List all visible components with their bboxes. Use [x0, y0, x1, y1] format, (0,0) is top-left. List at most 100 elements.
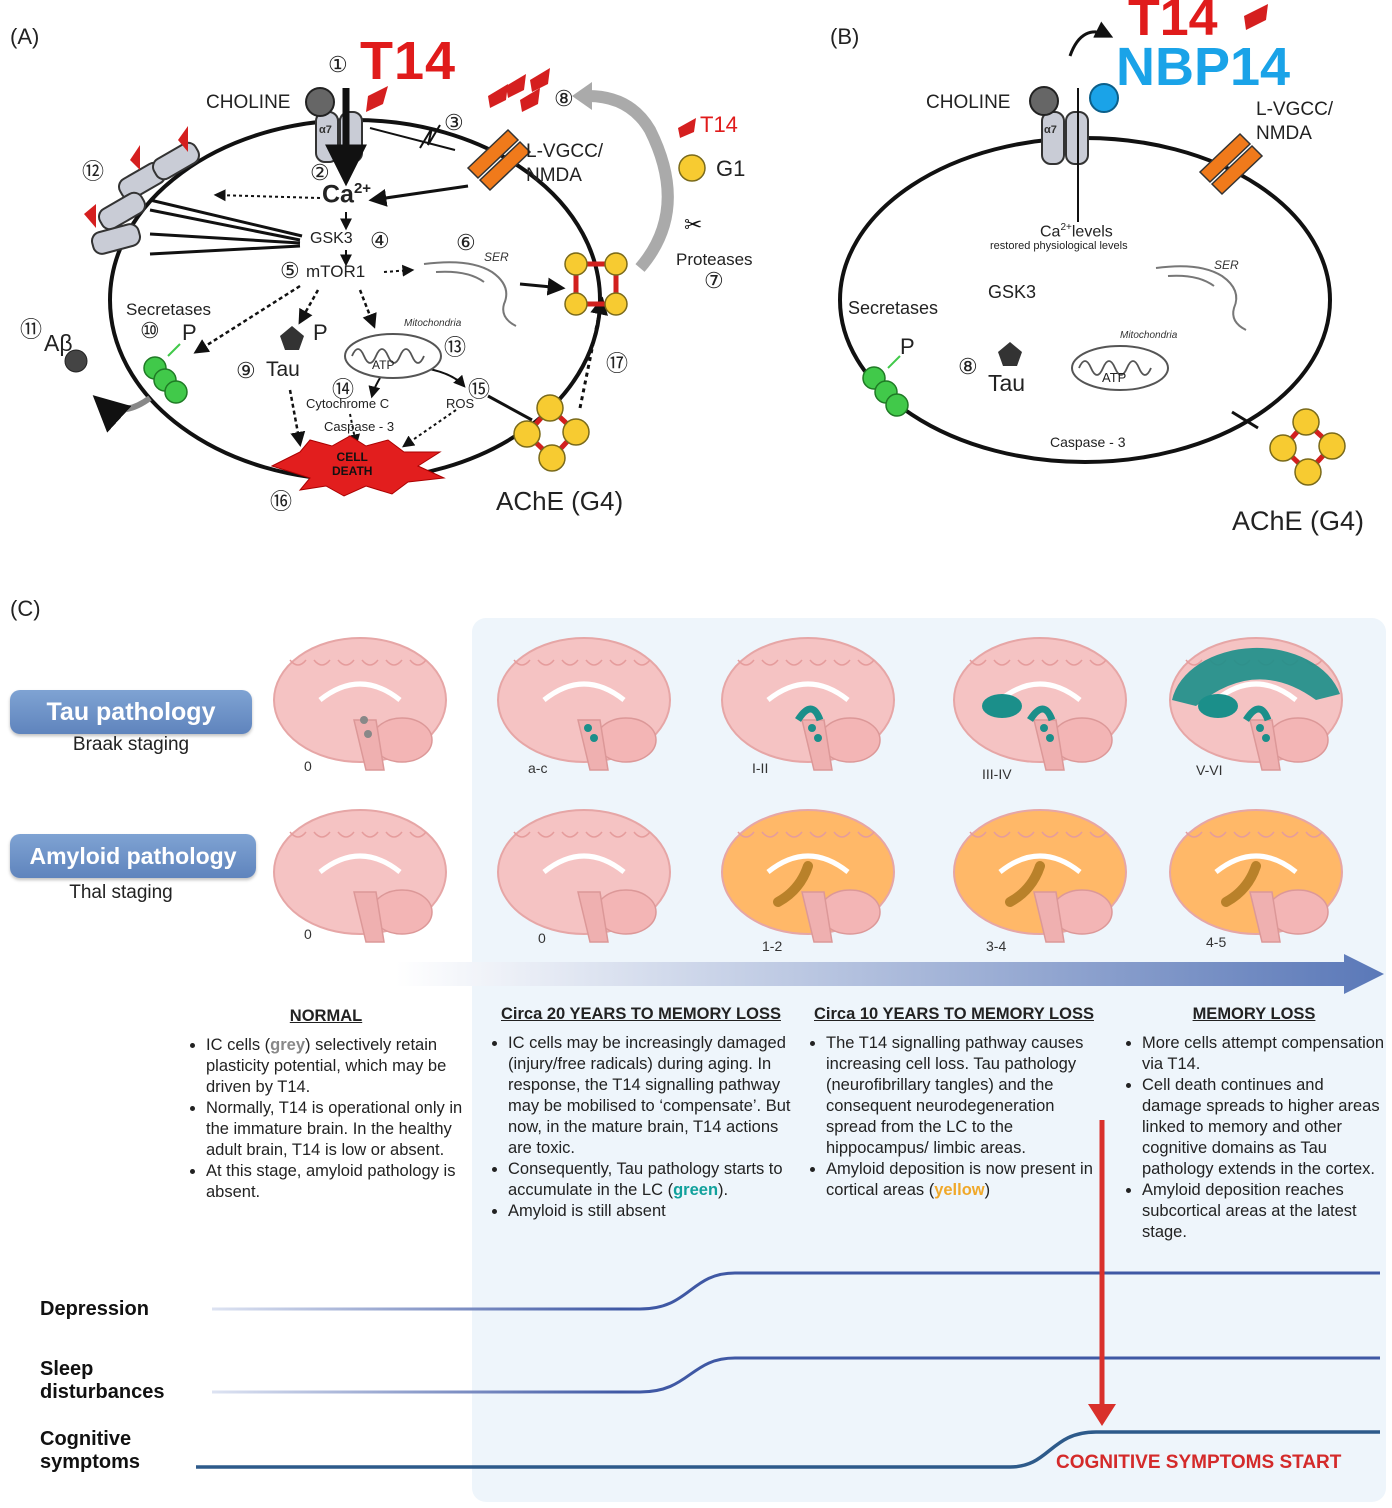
bullet: Normally, T14 is operational only in the…: [206, 1098, 466, 1161]
twenty-years-column: Circa 20 YEARS TO MEMORY LOSS IC cells m…: [488, 1004, 794, 1222]
atp-label-b: ATP: [1102, 370, 1127, 385]
step-number: ①: [328, 52, 348, 77]
g1-label: G1: [716, 156, 746, 181]
memory-loss-column: MEMORY LOSS More cells attempt compensat…: [1122, 1004, 1386, 1243]
mitochondria-label-b: Mitochondria: [1120, 330, 1178, 341]
bullet: More cells attempt compensation via T14.: [1142, 1033, 1386, 1075]
column-title: MEMORY LOSS: [1192, 1005, 1316, 1023]
lvgcc-label-b: L-VGCC/NMDA: [1256, 99, 1334, 144]
choline-molecule: [305, 87, 335, 117]
mitochondria-organelle-a: [344, 333, 442, 379]
tau-brain-illustration: [721, 637, 895, 771]
t14-title-a: T14: [360, 31, 457, 91]
ser-label-b: SER: [1214, 258, 1239, 272]
sleep-curve: [212, 1356, 1380, 1394]
phospho-label-b: P: [900, 334, 915, 359]
choline-label-a: CHOLINE: [206, 92, 291, 113]
amyloid-brain-illustration: [273, 809, 447, 943]
depression-label: Depression: [40, 1298, 149, 1320]
lvgcc-label-a: L-VGCC/NMDA: [526, 141, 604, 186]
step-number: ⑥: [456, 230, 476, 255]
ros-label: ROS: [446, 396, 475, 411]
cell-death-burst: [270, 435, 446, 497]
panel-label-a: (A): [10, 24, 40, 49]
mtor1-label: mTOR1: [306, 262, 366, 281]
step-number: ⑫: [82, 159, 105, 184]
amyloid-stage-label: 0: [538, 930, 546, 946]
braak-staging-label: Braak staging: [72, 734, 190, 755]
ache-cleaved-a: [564, 252, 628, 316]
tau-phospho-label-a: P: [313, 320, 328, 345]
panel-label-c: (C): [10, 596, 41, 621]
ser-organelle: [423, 261, 517, 327]
step-number: ⑬: [444, 335, 467, 360]
ser-label-a: SER: [484, 250, 509, 264]
ache-label-b: AChE (G4): [1232, 506, 1365, 536]
alpha7-receptors-left: [84, 126, 200, 255]
secretase-complex-a: [143, 343, 188, 404]
nbp14-molecule: [1089, 83, 1119, 113]
step-number: ⑦: [704, 268, 724, 293]
mitochondria-label-a: Mitochondria: [404, 318, 462, 329]
step-number: ③: [444, 110, 464, 135]
caspase-label-b: Caspase - 3: [1050, 434, 1126, 450]
amyloid-brain-illustration: [953, 809, 1127, 943]
atp-label-a: ATP: [372, 358, 395, 372]
t14-title-b: T14: [1128, 0, 1218, 47]
step-number: ⑮: [468, 377, 491, 402]
ache-tetramer-a: [487, 394, 590, 472]
restored-levels-label: restored physiological levels: [990, 240, 1128, 252]
scissors-icon: ✂: [684, 213, 702, 238]
tau-label-b: Tau: [988, 370, 1026, 396]
calcium-levels-label: Ca2+levels: [1040, 222, 1113, 241]
step-number: ②: [310, 160, 330, 185]
abeta-molecule: [64, 349, 88, 373]
bullet: Amyloid deposition reaches subcortical a…: [1142, 1180, 1386, 1243]
ache-tetramer-b: [1269, 408, 1346, 486]
step-number: ⑯: [270, 489, 293, 514]
proteases-label: Proteases: [676, 250, 753, 269]
amyloid-brain-illustration: [1169, 809, 1343, 943]
timeline-arrow: [396, 954, 1384, 994]
calcium-label-a: Ca2+: [322, 180, 372, 209]
cognitive-curve: [196, 1430, 1380, 1469]
tau-stage-label: a-c: [528, 760, 548, 776]
mitochondria-organelle-b: [1071, 345, 1169, 391]
normal-column: NORMAL IC cells (grey) selectively retai…: [186, 1006, 466, 1203]
column-title: Circa 10 YEARS TO MEMORY LOSS: [814, 1005, 1094, 1023]
bullet: Amyloid deposition is now present in cor…: [826, 1159, 1102, 1201]
bullet: Consequently, Tau pathology starts to ac…: [508, 1159, 794, 1201]
nbp14-title: NBP14: [1116, 37, 1291, 97]
secretases-label-b: Secretases: [848, 298, 939, 318]
panel-a-diagram: ✂: [64, 68, 706, 497]
cognitive-symptoms-start-label: COGNITIVE SYMPTOMS START: [1056, 1452, 1342, 1473]
secretases-label-a: Secretases: [126, 300, 212, 319]
tau-pathology-pill: Tau pathology: [10, 690, 252, 734]
amyloid-pathology-pill: Amyloid pathology: [10, 834, 256, 878]
abeta-label: Aβ: [44, 330, 73, 356]
gsk3-label-b: GSK3: [988, 282, 1037, 302]
thal-staging-label: Thal staging: [69, 882, 173, 903]
t14-small-label-a: T14: [700, 112, 738, 137]
depression-curve: [212, 1271, 1380, 1311]
amyloid-stage-label: 1-2: [762, 938, 783, 954]
tau-brain-illustration: [497, 637, 671, 771]
bullet: The T14 signalling pathway causes increa…: [826, 1033, 1102, 1159]
ten-years-column: Circa 10 YEARS TO MEMORY LOSS The T14 si…: [806, 1004, 1102, 1201]
tau-brain-illustration: [953, 637, 1127, 771]
step-number: ⑤: [280, 258, 300, 283]
step-number: ⑧: [554, 86, 574, 111]
panel-label-b: (B): [830, 24, 860, 49]
g1-monomer: [678, 154, 706, 182]
step-number: ⑨: [236, 358, 256, 383]
column-title: Circa 20 YEARS TO MEMORY LOSS: [501, 1005, 781, 1023]
tau-pentagon-a: [280, 326, 304, 350]
panel-b-diagram: [838, 4, 1346, 486]
amyloid-brain-illustration: [721, 809, 895, 943]
t14-fragments-released: [488, 68, 696, 138]
step-number: ⑪: [20, 317, 43, 342]
bullet: IC cells may be increasingly damaged (in…: [508, 1033, 794, 1159]
bullet: Cell death continues and damage spreads …: [1142, 1075, 1386, 1180]
choline-label-b: CHOLINE: [926, 92, 1011, 113]
